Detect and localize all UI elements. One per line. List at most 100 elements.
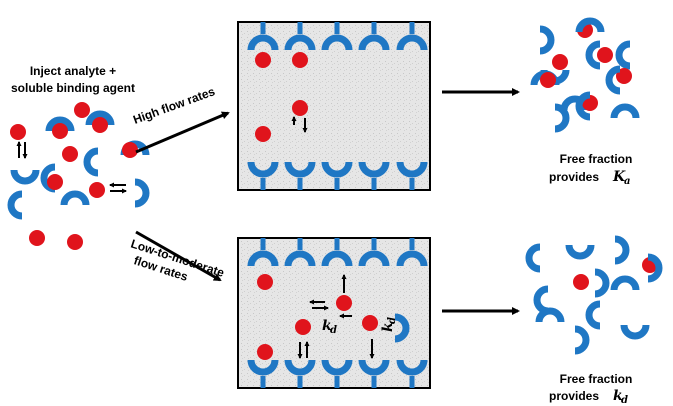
analyte bbox=[255, 126, 271, 142]
binding-agent bbox=[565, 244, 595, 260]
binding-agent-arc bbox=[647, 253, 663, 283]
receptor-cup bbox=[321, 161, 353, 178]
analyte bbox=[74, 102, 90, 118]
binding-agent bbox=[574, 325, 590, 355]
analyte bbox=[47, 174, 63, 190]
kd-sub-rotated: d bbox=[387, 317, 398, 324]
immobilized-receptor bbox=[321, 359, 353, 388]
receptor-cup bbox=[284, 161, 316, 178]
immobilized-receptor bbox=[321, 161, 353, 190]
analyte bbox=[92, 117, 108, 133]
analyte bbox=[255, 52, 271, 68]
receptor-cup bbox=[284, 34, 316, 51]
immobilized-receptor-bound bbox=[247, 359, 279, 388]
receptor-cup bbox=[358, 161, 390, 178]
binding-agent bbox=[10, 169, 40, 185]
receptor-cup bbox=[396, 161, 428, 178]
free-fraction-bottom-group bbox=[525, 235, 663, 355]
analyte bbox=[29, 230, 45, 246]
kd-label-rotated: k bbox=[380, 322, 396, 332]
binding-agent bbox=[45, 116, 75, 132]
binding-agent-arc bbox=[539, 25, 555, 55]
receptor-cup bbox=[358, 359, 390, 376]
binding-agent-arc bbox=[574, 325, 590, 355]
arrow-to-low-flow bbox=[135, 230, 222, 282]
binding-agent bbox=[533, 285, 549, 315]
binding-agent bbox=[575, 17, 605, 33]
arrow-to-high-flow bbox=[135, 111, 230, 154]
binding-agent bbox=[525, 243, 541, 273]
immobilized-receptor-bound bbox=[247, 238, 279, 267]
column-low-flow bbox=[237, 237, 431, 389]
immobilized-receptor bbox=[284, 161, 316, 190]
binding-agent-arc bbox=[10, 169, 40, 185]
analyte bbox=[362, 315, 378, 331]
inject-label-line1: Inject analyte + bbox=[30, 64, 116, 78]
immobilized-receptor bbox=[358, 22, 390, 51]
binding-agent-arc bbox=[394, 313, 410, 343]
immobilized-receptor-bound bbox=[247, 161, 279, 190]
binding-agent-arc bbox=[610, 103, 640, 119]
binding-agent-arc bbox=[585, 40, 601, 70]
free-fraction-top-group bbox=[530, 17, 640, 133]
receptor-cup bbox=[247, 34, 279, 51]
analyte bbox=[292, 52, 308, 68]
receptor-cup bbox=[321, 359, 353, 376]
binding-agent-arc bbox=[575, 91, 591, 121]
receptor-cup bbox=[247, 359, 279, 376]
binding-agent bbox=[554, 103, 570, 133]
immobilized-receptor bbox=[396, 161, 428, 190]
immobilized-receptor-bound bbox=[284, 22, 316, 51]
receptor-cup bbox=[284, 250, 316, 267]
analyte bbox=[597, 47, 613, 63]
binding-agent bbox=[585, 40, 601, 70]
binding-agent bbox=[83, 147, 99, 177]
analyte bbox=[10, 124, 26, 140]
binding-agent bbox=[620, 324, 650, 340]
injected-mixture: Inject analyte + soluble binding agent bbox=[7, 64, 150, 250]
binding-agent-arc bbox=[525, 243, 541, 273]
immobilized-receptor bbox=[396, 22, 428, 51]
binding-agent bbox=[575, 91, 591, 121]
analyte bbox=[552, 54, 568, 70]
analyte bbox=[257, 274, 273, 290]
binding-agent bbox=[60, 190, 90, 206]
analyte bbox=[573, 274, 589, 290]
binding-agent bbox=[610, 275, 640, 291]
binding-agent-arc bbox=[554, 103, 570, 133]
immobilized-receptor bbox=[284, 359, 316, 388]
binding-agent-arc bbox=[610, 275, 640, 291]
binding-agent bbox=[134, 178, 150, 208]
analyte bbox=[295, 319, 311, 335]
kd-label-column: k bbox=[322, 318, 332, 334]
binding-agent-arc bbox=[134, 178, 150, 208]
kd-sub-column: d bbox=[330, 325, 337, 336]
binding-agent bbox=[85, 110, 115, 126]
binding-agent-arc bbox=[614, 235, 630, 265]
immobilized-receptor-bound bbox=[247, 22, 279, 51]
provides-top-label: provides bbox=[549, 170, 599, 184]
free-fraction-bottom-label: Free fraction bbox=[560, 372, 633, 386]
receptor-cup bbox=[358, 34, 390, 51]
immobilized-receptor bbox=[358, 238, 390, 267]
analyte bbox=[257, 344, 273, 360]
immobilized-receptor bbox=[284, 238, 316, 267]
kd-output-symbol: k bbox=[613, 388, 623, 404]
binding-agent-arc bbox=[575, 17, 605, 33]
immobilized-receptor bbox=[358, 161, 390, 190]
receptor-cup bbox=[321, 34, 353, 51]
provides-bottom-label: provides bbox=[549, 389, 599, 403]
binding-agent-arc bbox=[615, 40, 631, 70]
binding-agent-arc bbox=[85, 110, 115, 126]
binding-agent bbox=[7, 190, 23, 220]
immobilized-receptor bbox=[396, 359, 428, 388]
immobilized-receptor bbox=[321, 238, 353, 267]
analyte bbox=[292, 100, 308, 116]
binding-agent bbox=[394, 313, 410, 343]
analyte bbox=[62, 146, 78, 162]
binding-agent bbox=[615, 40, 631, 70]
binding-agent bbox=[585, 300, 601, 330]
receptor-cup bbox=[284, 359, 316, 376]
analyte bbox=[122, 142, 138, 158]
